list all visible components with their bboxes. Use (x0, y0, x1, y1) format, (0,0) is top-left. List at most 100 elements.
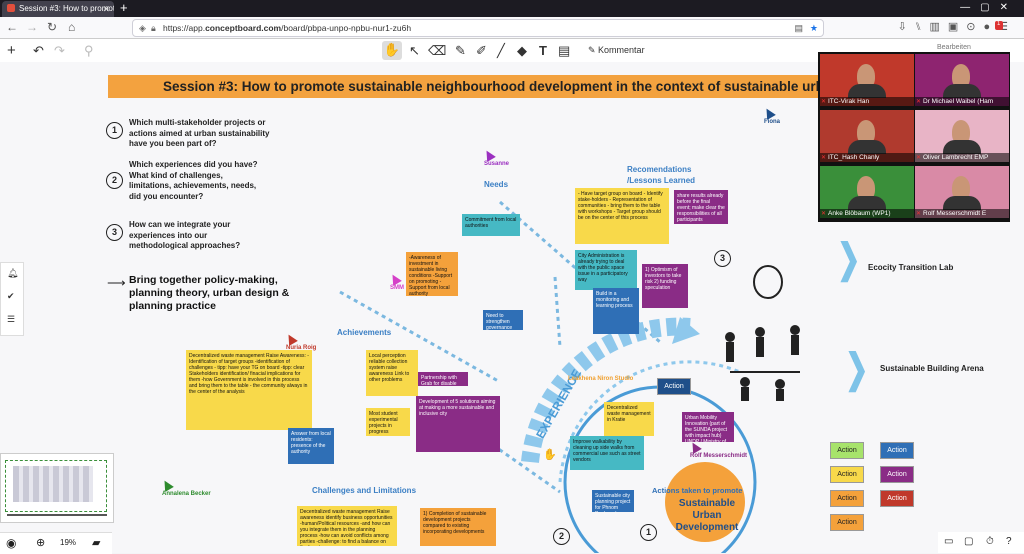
participant-face (952, 120, 970, 144)
question-2-text[interactable]: Which experiences did you have? What kin… (129, 160, 258, 201)
video-tile[interactable]: Oliver Lambrecht EMP✕ (915, 110, 1009, 162)
bring-together-text[interactable]: Bring together policy-making, planning t… (129, 274, 290, 312)
sticky-note[interactable]: Build in a monitoring and learning proce… (593, 288, 639, 334)
sticky-note[interactable]: - Have target group on board - Identify … (575, 188, 669, 244)
action-note[interactable]: Action (880, 490, 914, 507)
sticky-note[interactable]: Development of 5 solutions aiming at mak… (416, 396, 500, 452)
action-note[interactable]: Action (830, 514, 864, 531)
action-note[interactable]: Action (880, 466, 914, 483)
mic-muted-icon: ✕ (916, 99, 922, 105)
comment-button[interactable]: ✎ Kommentar (588, 45, 645, 55)
list-icon[interactable]: ☰ (7, 314, 16, 324)
edit-button[interactable]: Bearbeiten (937, 44, 971, 51)
lock-icon[interactable]: 🔒︎ (151, 23, 156, 33)
cursor-susanne: Susanne (482, 148, 509, 167)
sticky-note[interactable]: Commitment from local authorities (462, 214, 520, 236)
action-note[interactable]: Action (830, 466, 864, 483)
reload-icon[interactable]: ↻ (47, 20, 58, 34)
shape-tool-icon[interactable]: ◆ (517, 43, 527, 58)
action-note[interactable]: Action (657, 378, 691, 395)
video-tile[interactable]: Anke Blöbaum (WP1)✕ (820, 166, 914, 218)
action-note[interactable]: Action (830, 490, 864, 507)
video-tile[interactable]: Rolf Messerschmidt E✕ (915, 166, 1009, 218)
whiteboard-canvas[interactable]: Session #3: How to promote sustainable n… (0, 62, 1024, 553)
sticky-note[interactable]: City Administration is already trying to… (575, 250, 637, 290)
help-icon[interactable]: ? (1006, 536, 1012, 547)
presentation-icon[interactable]: ▰ (92, 537, 101, 549)
sticky-note[interactable]: Answer from local residents: presence of… (288, 428, 334, 464)
new-tab-button[interactable]: + (120, 0, 128, 15)
shield-icon[interactable]: ◈ (139, 23, 146, 33)
text-tool-icon[interactable]: T (539, 43, 547, 58)
label-sud[interactable]: Sustainable Urban Development (675, 498, 739, 533)
sticky-note[interactable]: Local perception reliable collection sys… (366, 350, 418, 396)
window-controls[interactable]: —▢✕ (960, 2, 1018, 13)
select-tool-icon[interactable]: ↖ (409, 43, 420, 58)
sticky-note[interactable]: share results already before the final e… (674, 190, 728, 224)
browser-tab[interactable]: Session #3: How to promote s ✕ (2, 1, 114, 17)
sticky-note[interactable]: Partnership with Grab for disable person… (418, 372, 468, 386)
minimap[interactable] (0, 453, 114, 523)
video-tile[interactable]: ITC-Virak Han✕ (820, 54, 914, 106)
action-note[interactable]: Action (830, 442, 864, 459)
sticky-note[interactable]: Need to strengthen governance capacity o… (483, 310, 523, 330)
video-tile[interactable]: Dr Michael Waibel (Ham✕ (915, 54, 1009, 106)
marker-icon[interactable]: ✐ (476, 43, 487, 58)
dashed-connector (339, 290, 501, 384)
question-3-text[interactable]: How can we integrate your experiences in… (129, 220, 241, 250)
forward-icon[interactable]: → (26, 20, 38, 34)
sticky-note[interactable]: 1) Completion of sustainable development… (420, 508, 496, 546)
check-circle-icon[interactable]: ✔ (7, 291, 15, 301)
sticky-note[interactable]: Improve walkability by cleaning up side … (570, 436, 644, 470)
label-actions-taken[interactable]: Actions taken to promote (652, 486, 743, 495)
chat-icon[interactable]: ▭ (944, 536, 954, 547)
label-ecocity[interactable]: Ecocity Transition Lab (868, 263, 954, 272)
eraser-icon[interactable]: ⌫ (428, 43, 447, 58)
participant-face (857, 64, 875, 88)
bookmark-star-icon[interactable]: ★ (809, 23, 818, 33)
zoom-icon[interactable]: ⊕ (36, 537, 46, 549)
session-banner[interactable]: Session #3: How to promote sustainable n… (108, 75, 824, 98)
close-tab-icon[interactable]: ✕ (102, 4, 110, 14)
add-button[interactable]: + (7, 42, 16, 59)
question-3-number: 3 (106, 224, 123, 241)
sticky-note[interactable]: Decentralized waste management Raise Awa… (186, 350, 312, 430)
sticky-note[interactable]: 1) Optimism of investors to take risk 2)… (642, 264, 688, 308)
pen-tool-icon[interactable]: ✎ (455, 43, 466, 58)
comment-icon: ✎ (588, 45, 599, 55)
sticky-note[interactable]: -Awareness of investment in sustainable … (406, 252, 458, 296)
sticky-note[interactable]: Sustainable city planning project for Ph… (592, 490, 634, 512)
video-tile[interactable]: ITC_Hash Chanly✕ (820, 110, 914, 162)
sticky-note[interactable]: Urban Mobility Innovation (part of the S… (682, 412, 734, 442)
bell-icon[interactable]: 🔔︎ (7, 268, 19, 278)
label-building[interactable]: Sustainable Building Arena (880, 364, 984, 373)
url-bar[interactable]: ◈ 🔒︎ https://app.conceptboard.com/board/… (132, 19, 824, 37)
browser-tools[interactable]: ⇩⑊▥▣⊙●☰ (897, 21, 1016, 33)
participant-name: ITC_Hash Chanly (820, 153, 914, 162)
timer-icon[interactable]: ⏱︎ (986, 536, 994, 547)
reader-icon[interactable]: ▤ (794, 23, 803, 33)
compass-icon[interactable]: ◉ (6, 536, 17, 550)
sticky-note[interactable]: Decentralized waste management in Kratie (604, 402, 654, 436)
question-1-text[interactable]: Which multi-stakeholder projects or acti… (129, 118, 270, 148)
label-challenges[interactable]: Challenges and Limitations (312, 486, 417, 495)
screen-share-icon[interactable]: ▢ (964, 536, 974, 547)
sticky-note[interactable]: Most student experimental projects in pr… (366, 408, 410, 436)
action-note[interactable]: Action (880, 442, 914, 459)
redo-icon[interactable]: ↷ (54, 43, 65, 58)
label-recommendations[interactable]: Recomendations /Lessons Learned (627, 165, 696, 185)
label-needs[interactable]: Needs (484, 180, 509, 189)
hand-tool-icon[interactable]: ✋ (382, 41, 402, 60)
home-icon[interactable]: ⌂ (68, 20, 76, 34)
format-painter-icon[interactable]: ⚲ (84, 43, 94, 58)
participant-body (848, 196, 886, 210)
sticky-note[interactable]: Decentralized waste management Raise awa… (297, 506, 397, 546)
line-tool-icon[interactable]: ╱ (497, 43, 505, 58)
undo-icon[interactable]: ↶ (33, 43, 44, 58)
minimap-slider[interactable] (7, 514, 107, 516)
label-achievements[interactable]: Achievements (337, 328, 392, 337)
step-1-number: 1 (640, 524, 657, 541)
sticky-note-icon[interactable]: ▤ (558, 43, 571, 58)
back-icon[interactable]: ← (6, 20, 18, 34)
extension-badge[interactable]: 1 (995, 21, 1003, 30)
